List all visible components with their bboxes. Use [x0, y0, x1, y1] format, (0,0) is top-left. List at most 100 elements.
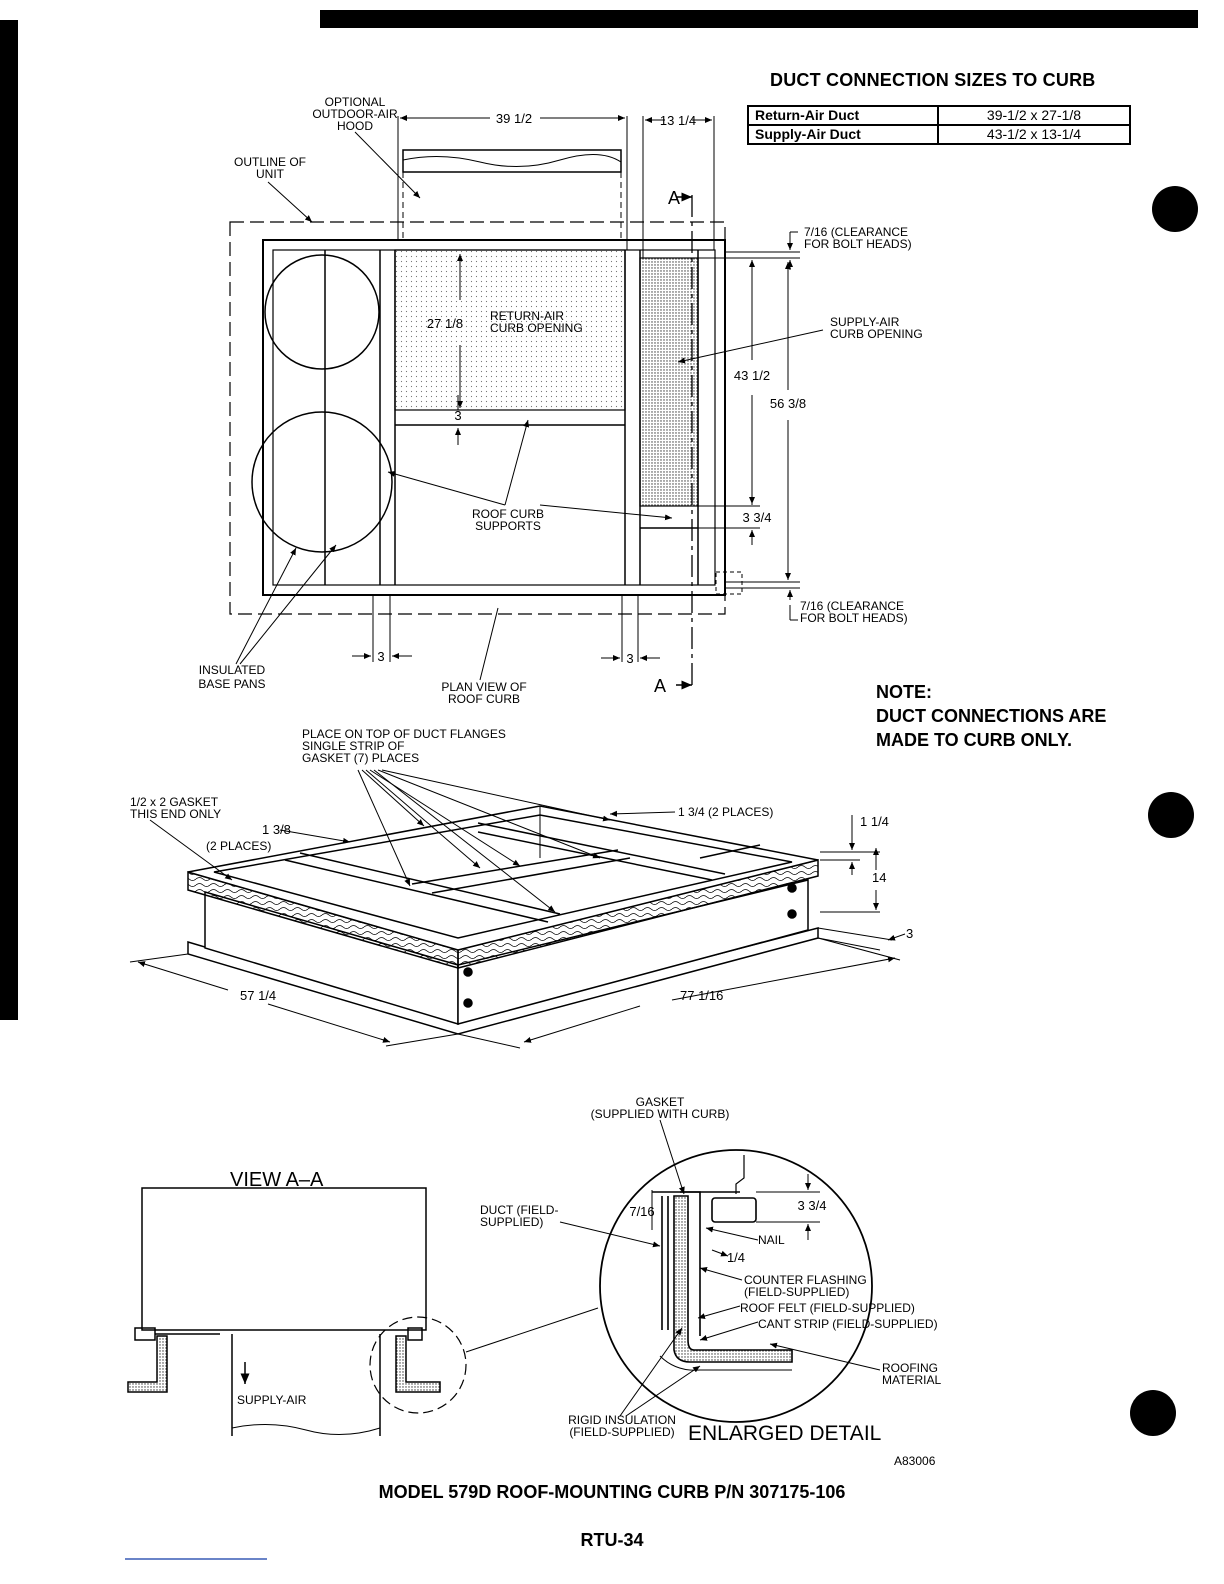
- note-block: NOTE: DUCT CONNECTIONS ARE MADE TO CURB …: [876, 680, 1106, 752]
- crossmember: [411, 849, 619, 885]
- leader-support: [539, 504, 673, 521]
- label-outline-unit: OUTLINE OF: [234, 155, 306, 169]
- table-cell-duct-size: 43-1/2 x 13-1/4: [937, 124, 1131, 145]
- curb-left-section: [127, 1335, 168, 1393]
- enlarged-detail: [559, 1119, 881, 1423]
- label-clearance-bottom: 7/16 (CLEARANCE: [800, 599, 904, 613]
- label-insulated-base-pans: BASE PANS: [198, 677, 265, 691]
- label-supply-opening: CURB OPENING: [830, 327, 923, 341]
- dim-arrow: [137, 961, 229, 991]
- dim-label-27: 27 1/8: [427, 316, 463, 331]
- label-roofing-material: MATERIAL: [882, 1373, 941, 1387]
- fan-outline-circle: [264, 254, 380, 370]
- dim-label-1-38: 1 3/8: [262, 822, 291, 837]
- binder-hole-1: [1152, 186, 1198, 232]
- leader-hood: [354, 131, 421, 199]
- leader-roof-felt: [697, 1305, 741, 1319]
- label-roofing-material: ROOFING: [882, 1361, 938, 1375]
- leader-gasket: [361, 769, 425, 827]
- leader-base-pan: [239, 544, 337, 665]
- detail-callout-circle: [369, 1316, 467, 1414]
- label-1-34: 1 3/4 (2 PLACES): [678, 805, 773, 819]
- unit-rail-box: [711, 1197, 757, 1223]
- dim-arrow: [671, 956, 896, 1001]
- dim-label-43: 43 1/2: [734, 368, 770, 383]
- isometric-view: [129, 769, 906, 1049]
- label-roof-felt: ROOF FELT (FIELD-SUPPLIED): [740, 1301, 915, 1315]
- leader-gasket: [357, 769, 411, 887]
- leader-cant-strip: [699, 1321, 759, 1341]
- leader-duct: [559, 1221, 661, 1248]
- dim-arrow: [711, 1249, 729, 1257]
- note-line: MADE TO CURB ONLY.: [876, 730, 1073, 750]
- label-counter-flashing: COUNTER FLASHING: [744, 1273, 867, 1287]
- label-plan-view: ROOF CURB: [448, 692, 520, 706]
- label-supply-opening: SUPPLY-AIR: [830, 315, 900, 329]
- plan-view-labels: OPTIONAL OUTDOOR-AIR HOOD OUTLINE OF UNI…: [198, 95, 922, 706]
- label-return-opening: CURB OPENING: [490, 321, 583, 335]
- unit-section: [141, 1187, 427, 1331]
- leader-gasket: [373, 769, 556, 913]
- leader-1-34: [609, 810, 676, 817]
- detail-connector: [465, 1307, 599, 1353]
- dim-label-3: 3: [377, 649, 384, 664]
- bolt-head: [787, 909, 797, 919]
- hood-wave: [402, 153, 622, 167]
- label-insulated-base-pans: INSULATED: [199, 663, 266, 677]
- bolt-head: [463, 998, 473, 1008]
- crossmember: [477, 822, 726, 875]
- label-nail: NAIL: [758, 1233, 785, 1247]
- label-optional-hood: OPTIONAL: [325, 95, 386, 109]
- dim-ext-line: [385, 1033, 459, 1047]
- label-two-places: (2 PLACES): [206, 839, 271, 853]
- top-border-bar: [320, 10, 1198, 28]
- label-half-gasket: 1/2 x 2 GASKET: [130, 795, 219, 809]
- leader-plan: [479, 607, 499, 681]
- dim-label-56: 56 3/8: [770, 396, 806, 411]
- leader-support: [387, 471, 506, 506]
- crossmember: [299, 852, 561, 915]
- dim-ext-line: [817, 937, 881, 951]
- dim-ext-line: [817, 937, 901, 961]
- leader-supply: [677, 329, 824, 364]
- note-heading: NOTE:: [876, 682, 932, 702]
- dim-arrow: [523, 1005, 641, 1043]
- label-cant-strip: CANT STRIP (FIELD-SUPPLIED): [758, 1317, 938, 1331]
- dim-label-3: 3: [626, 651, 633, 666]
- figure-code: A83006: [894, 1454, 936, 1468]
- label-gasket-note: PLACE ON TOP OF DUCT FLANGES: [302, 727, 506, 741]
- dim-arrow: [267, 1003, 391, 1043]
- label-counter-flashing: (FIELD-SUPPLIED): [744, 1285, 849, 1299]
- supply-air-opening: [639, 257, 699, 507]
- bolt-head: [463, 967, 473, 977]
- enlarged-detail-labels: GASKET (SUPPLIED WITH CURB) 7/16 3 3/4 N…: [568, 1095, 941, 1445]
- enlarged-circle: [599, 1149, 873, 1423]
- return-air-opening: [394, 249, 626, 411]
- curb-top-frame: [187, 805, 819, 951]
- binder-hole-3: [1130, 1390, 1176, 1436]
- note-line: DUCT CONNECTIONS ARE: [876, 706, 1107, 726]
- label-roof-curb-supports: ROOF CURB: [472, 507, 544, 521]
- label-duct: DUCT (FIELD-: [480, 1203, 558, 1217]
- leader-1-38: [279, 829, 351, 844]
- leader-support: [504, 419, 530, 506]
- crossmember: [431, 857, 631, 894]
- table-cell-duct-name: Supply-Air Duct: [747, 124, 939, 145]
- label-clearance-top: FOR BOLT HEADS): [804, 237, 912, 251]
- outdoor-air-hood: [402, 149, 622, 173]
- dim-label-57: 57 1/4: [240, 988, 276, 1003]
- label-clearance-bottom: FOR BOLT HEADS): [800, 611, 908, 625]
- dim-label-7-16: 7/16: [629, 1204, 654, 1219]
- binder-hole-2: [1148, 792, 1194, 838]
- section-mark-a: A: [654, 676, 666, 696]
- counter-flashing: [680, 1191, 701, 1336]
- dim-label-1-4: 1/4: [727, 1250, 745, 1265]
- label-rigid-insulation: (FIELD-SUPPLIED): [569, 1425, 674, 1439]
- plan-view: [229, 115, 824, 690]
- leader-gasket: [381, 769, 611, 822]
- label-half-gasket: THIS END ONLY: [130, 807, 221, 821]
- label-gasket: (SUPPLIED WITH CURB): [591, 1107, 730, 1121]
- dim-ext-line: [457, 1033, 521, 1049]
- leader-outline: [267, 181, 313, 223]
- dim-label-3-34: 3 3/4: [743, 510, 772, 525]
